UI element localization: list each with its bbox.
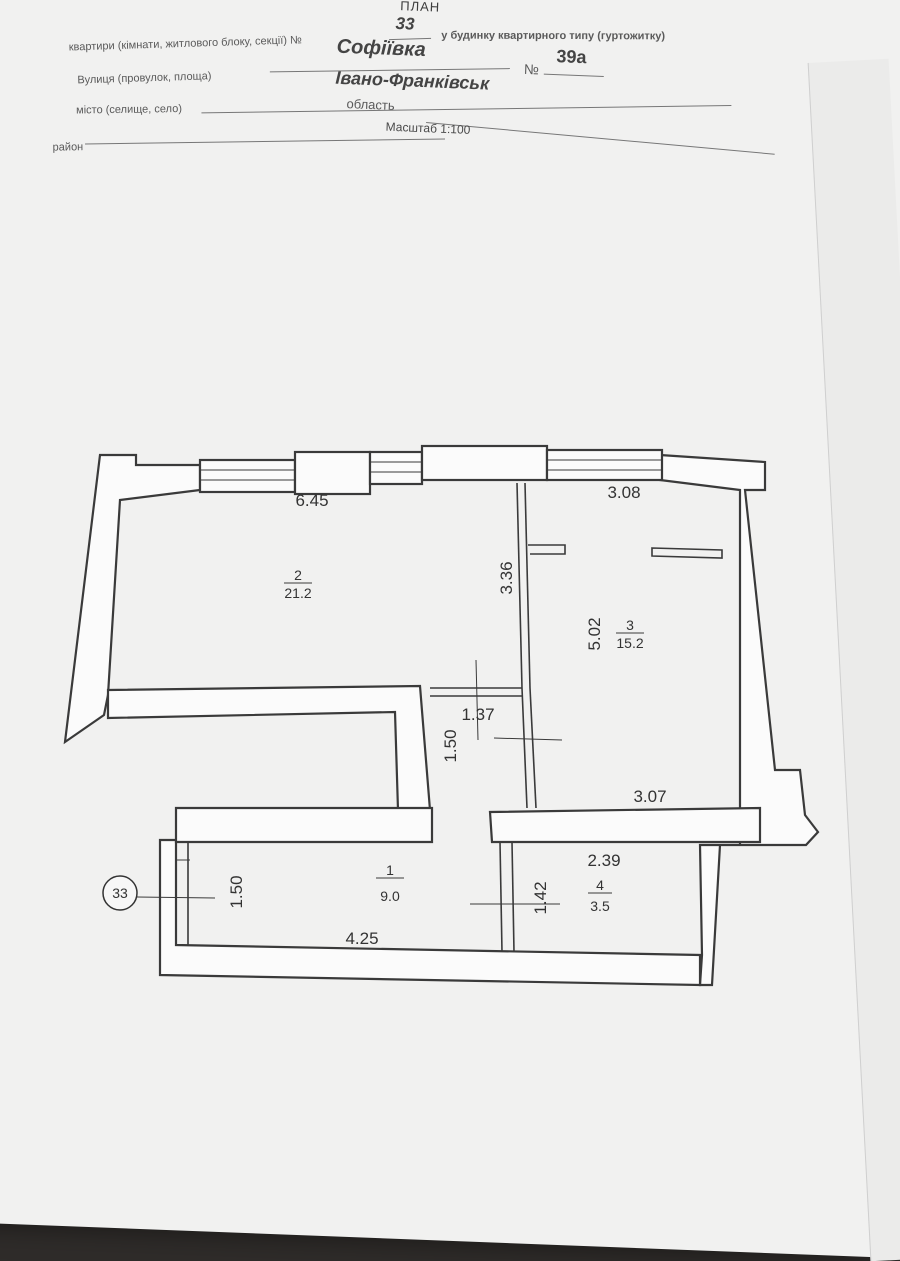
- dim-room4-width: 2.39: [587, 851, 620, 870]
- apartment-marker-label: 33: [112, 885, 128, 901]
- dim-corridor-width: 1.37: [461, 705, 494, 724]
- dim-room4-height: 1.42: [531, 881, 550, 914]
- outer-walls: [63, 453, 820, 987]
- dimensions: 6.45 3.36 3.08 5.02 3.07 1.37 1.50 1.50 …: [227, 483, 667, 948]
- apartment-marker: 33: [102, 875, 216, 911]
- dim-room2-depth: 3.36: [497, 561, 516, 594]
- dim-room3-depth: 5.02: [585, 617, 604, 650]
- room-labels: 2 21.2 3 15.2 1 9.0 4 3.5: [284, 567, 644, 914]
- dim-room1-width: 4.25: [345, 929, 378, 948]
- room-2-area: 21.2: [284, 585, 311, 601]
- dim-room3-bottom: 3.07: [633, 787, 666, 806]
- room-4-area: 3.5: [590, 898, 610, 914]
- room-1-number: 1: [386, 862, 394, 878]
- room-2-number: 2: [294, 567, 302, 583]
- dim-room1-height: 1.50: [227, 875, 246, 908]
- dim-corridor-length: 1.50: [441, 729, 460, 762]
- room-3-number: 3: [626, 617, 634, 633]
- dim-room2-width: 6.45: [295, 491, 328, 510]
- partitions: [176, 482, 723, 953]
- windows: [198, 444, 664, 496]
- floor-plan: 33 2 21.2 3 15.2 1 9.0 4 3.5 6.45 3.36 3…: [63, 444, 820, 987]
- room-1-area: 9.0: [380, 888, 400, 904]
- room-3-area: 15.2: [616, 635, 643, 651]
- room-4-number: 4: [596, 877, 604, 893]
- dim-room3-top: 3.08: [607, 483, 640, 502]
